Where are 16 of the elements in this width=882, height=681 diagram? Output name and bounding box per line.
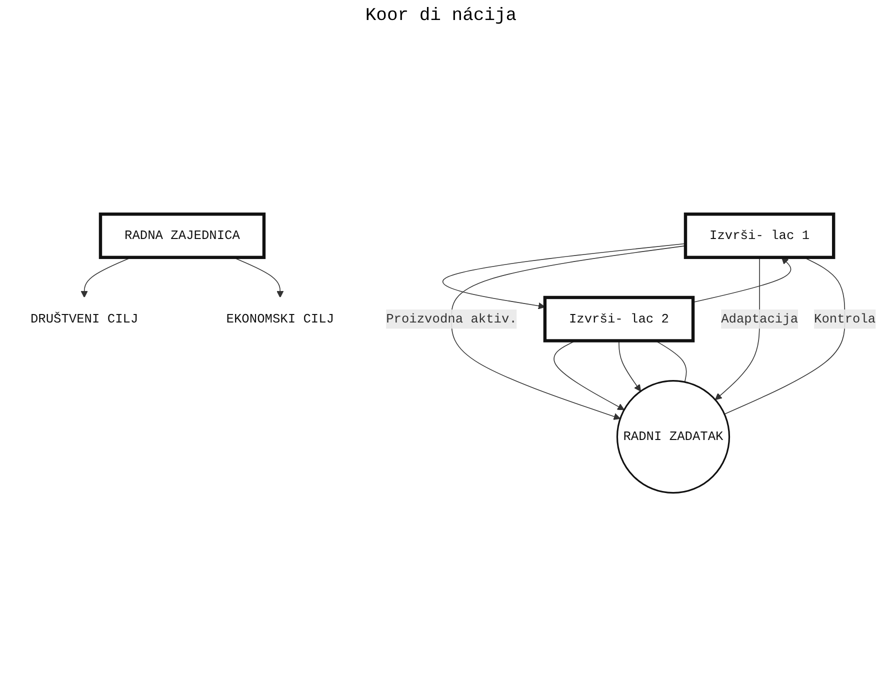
connector xyxy=(724,257,846,415)
node-text: EKONOMSKI CILJ xyxy=(226,312,334,326)
edge-label: Adaptacija xyxy=(721,312,798,326)
node-text: DRUŠTVENI CILJ xyxy=(30,312,138,326)
coordination-label: Koor di nácija xyxy=(365,6,517,26)
node-box: Izvrši- lac 1 xyxy=(684,212,836,260)
edge-label: Proizvodna aktiv. xyxy=(386,312,517,326)
arrow xyxy=(442,243,686,310)
node-box: RADNA ZAJEDNICA xyxy=(98,212,266,260)
arrow xyxy=(692,257,792,303)
edge-label: Kontrola xyxy=(814,312,876,326)
node-box: Izvrši- lac 2 xyxy=(543,296,695,342)
arrow xyxy=(554,340,624,410)
arrow xyxy=(451,245,686,420)
arrow xyxy=(618,340,642,392)
node-circle: RADNI ZADATAK xyxy=(616,380,730,494)
